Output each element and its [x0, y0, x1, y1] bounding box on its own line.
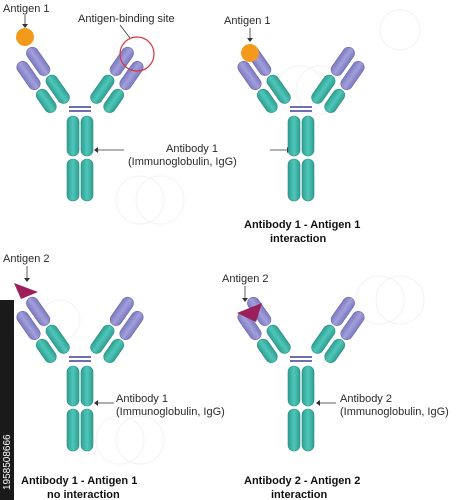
antigen-1-label: Antigen 1: [3, 3, 49, 15]
caption-tr-line1: Antibody 1 - Antigen 1: [244, 219, 360, 231]
side-id-text: 1958508666: [2, 434, 13, 490]
antigen-2-label: Antigen 2: [3, 253, 49, 265]
antibody-2-sub: (Immunoglobulin, IgG): [340, 406, 449, 418]
antibody-1-bound-molecule: [232, 45, 370, 201]
arrowhead-icon: [22, 24, 28, 28]
antibody-1-sub-bottom: (Immunoglobulin, IgG): [116, 406, 225, 418]
side-strip: 1958508666: [0, 300, 14, 500]
antigen-binding-site-label: Antigen-binding site: [78, 13, 175, 25]
shared-label-bg: [124, 138, 270, 168]
antibody-1-name-top: Antibody 1: [166, 143, 218, 155]
antigen-1-bound-circle: [241, 44, 259, 62]
caption-bl-line1: Antibody 1 - Antigen 1: [21, 475, 137, 487]
panel-bottom-left: Antigen 2 Antibody 1 (Immunoglobulin, Ig…: [3, 253, 225, 500]
caption-bl-line2: no interaction: [47, 489, 120, 500]
top-shared-label: Antibody 1 (Immunoglobulin, IgG): [94, 138, 291, 168]
antibody-2-name: Antibody 2: [340, 393, 392, 405]
antigen-binding-site-circle: [119, 36, 155, 72]
panel-top-left: Antigen 1 Antigen-binding site: [3, 3, 175, 201]
antigen-2-bound-triangle: [237, 303, 262, 322]
antibody-1-name-bottom: Antibody 1: [116, 393, 168, 405]
panel-top-right: Antigen 1 Antibody 1 - Antigen 1 interac…: [224, 15, 370, 245]
side-strip-bg: [0, 300, 14, 500]
antigen-2-bound-label: Antigen 2: [222, 273, 268, 285]
arrowhead-left-icon: [94, 400, 98, 406]
caption-br-line2: interaction: [271, 489, 328, 500]
arrowhead-left-icon: [316, 400, 320, 406]
antibody-1-sub-top: (Immunoglobulin, IgG): [128, 156, 237, 168]
antigen-2-triangle: [14, 283, 38, 299]
antigen-1-circle: [16, 28, 34, 46]
arrowhead-left-icon: [94, 147, 98, 153]
caption-tr-line2: interaction: [270, 233, 327, 245]
antigen-1-bound-label: Antigen 1: [224, 15, 270, 27]
binding-site-pointer: [119, 24, 131, 39]
panel-bottom-right: Antigen 2 Antibody 2 (Immunoglobulin, Ig…: [222, 273, 449, 500]
arrowhead-icon: [242, 298, 248, 302]
arrowhead-icon: [24, 278, 30, 282]
arrowhead-icon: [247, 38, 253, 42]
antibody-1-unbound-molecule: [11, 295, 149, 451]
caption-br-line1: Antibody 2 - Antigen 2: [244, 475, 360, 487]
